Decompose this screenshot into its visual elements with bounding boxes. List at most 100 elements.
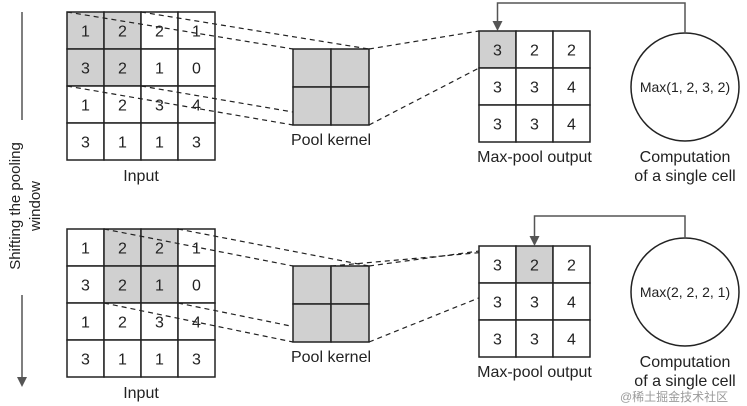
output-cell-value: 2	[530, 43, 539, 60]
output-cell-value: 3	[530, 295, 539, 312]
output-cell	[478, 67, 517, 106]
output-cell-value: 4	[567, 295, 576, 312]
projection-line	[368, 67, 480, 126]
computation-label-line2: of a single cell	[634, 168, 735, 185]
input-cell-value: 2	[118, 315, 127, 332]
input-cell-value: 1	[155, 61, 164, 78]
input-cell	[177, 11, 216, 50]
output-cell	[552, 104, 591, 143]
kernel-cell	[330, 86, 370, 126]
input-cell-value: 3	[192, 352, 201, 369]
output-cell-value: 3	[493, 43, 502, 60]
output-cell-value: 4	[567, 80, 576, 97]
shift-direction-indicator: Shifting the pooling window	[5, 12, 47, 387]
result-arrow	[529, 215, 686, 246]
input-cell-value: 3	[81, 61, 90, 78]
input-cell-value: 2	[118, 98, 127, 115]
input-cell	[66, 265, 105, 304]
kernel-cell	[330, 303, 370, 343]
input-label: Input	[123, 385, 159, 402]
kernel-cell	[292, 265, 332, 305]
computation-label-line1: Computation	[640, 149, 731, 166]
kernel-cell	[330, 48, 370, 88]
output-cell	[552, 30, 591, 69]
input-cell-value: 2	[155, 241, 164, 258]
kernel-cell	[330, 265, 370, 305]
projection-line	[330, 245, 554, 267]
input-cell-value: 3	[81, 135, 90, 152]
input-cell	[103, 265, 142, 304]
output-cell	[552, 282, 591, 321]
kernel-cell	[292, 48, 332, 88]
input-cell	[140, 85, 179, 124]
shift-label-line1: Shifting the pooling	[7, 142, 24, 270]
input-cell-value: 1	[192, 24, 201, 41]
kernel-label: Pool kernel	[291, 349, 371, 366]
output-cell-value: 3	[530, 80, 539, 97]
projection-line	[177, 228, 370, 267]
input-cell	[103, 339, 142, 378]
output-cell-value: 3	[493, 258, 502, 275]
output-cell-value: 3	[493, 295, 502, 312]
computation-circle: Max(1, 2, 3, 2) Computation of a single ce…	[630, 32, 740, 185]
watermark: @稀土掘金技术社区	[620, 389, 728, 404]
input-cell	[177, 265, 216, 304]
input-cell-value: 3	[81, 278, 90, 295]
input-cell-value: 1	[81, 98, 90, 115]
input-cell-value: 2	[118, 241, 127, 258]
projection-line	[66, 85, 294, 126]
input-cell-value: 1	[155, 135, 164, 152]
input-cell-value: 3	[155, 315, 164, 332]
input-cell-value: 1	[81, 241, 90, 258]
output-cell-value: 2	[567, 43, 576, 60]
projection-line	[368, 30, 480, 50]
input-cell-value: 2	[155, 24, 164, 41]
computation-circle: Max(2, 2, 2, 1) Computation of a single ce…	[630, 237, 740, 390]
kernel-cell	[292, 86, 332, 126]
input-cell-value: 0	[192, 61, 201, 78]
computation-formula: Max(2, 2, 2, 1)	[640, 284, 730, 300]
input-cell-value: 1	[155, 278, 164, 295]
input-cell-value: 4	[192, 98, 201, 115]
kernel-label: Pool kernel	[291, 132, 371, 149]
input-cell-value: 1	[81, 24, 90, 41]
input-cell	[103, 48, 142, 87]
output-cell	[552, 245, 591, 284]
input-cell-value: 1	[155, 352, 164, 369]
output-cell	[515, 104, 554, 143]
input-cell	[140, 339, 179, 378]
input-cell-value: 3	[192, 135, 201, 152]
input-cell-value: 1	[81, 315, 90, 332]
input-cell-value: 3	[155, 98, 164, 115]
output-cell-value: 2	[567, 258, 576, 275]
output-cell-value: 3	[530, 117, 539, 134]
projection-line	[66, 11, 294, 50]
computation-label-line1: Computation	[640, 354, 731, 371]
shift-label-line2: window	[27, 181, 44, 232]
input-cell-value: 1	[118, 352, 127, 369]
output-cell-value: 4	[567, 117, 576, 134]
pool-kernel	[292, 265, 370, 343]
result-arrow	[492, 2, 686, 33]
output-cell	[515, 319, 554, 358]
output-label: Max-pool output	[477, 149, 592, 166]
output-cell	[478, 30, 517, 69]
output-cell-value: 3	[493, 80, 502, 97]
input-cell	[66, 339, 105, 378]
output-cell-value: 3	[493, 332, 502, 349]
input-cell	[140, 122, 179, 161]
input-cell-value: 0	[192, 278, 201, 295]
input-cell	[177, 122, 216, 161]
input-label: Input	[123, 168, 159, 185]
computation-formula: Max(1, 2, 3, 2)	[640, 79, 730, 95]
output-cell	[552, 319, 591, 358]
output-label: Max-pool output	[477, 364, 592, 381]
input-cell	[66, 11, 105, 50]
computation-label-line2: of a single cell	[634, 373, 735, 390]
